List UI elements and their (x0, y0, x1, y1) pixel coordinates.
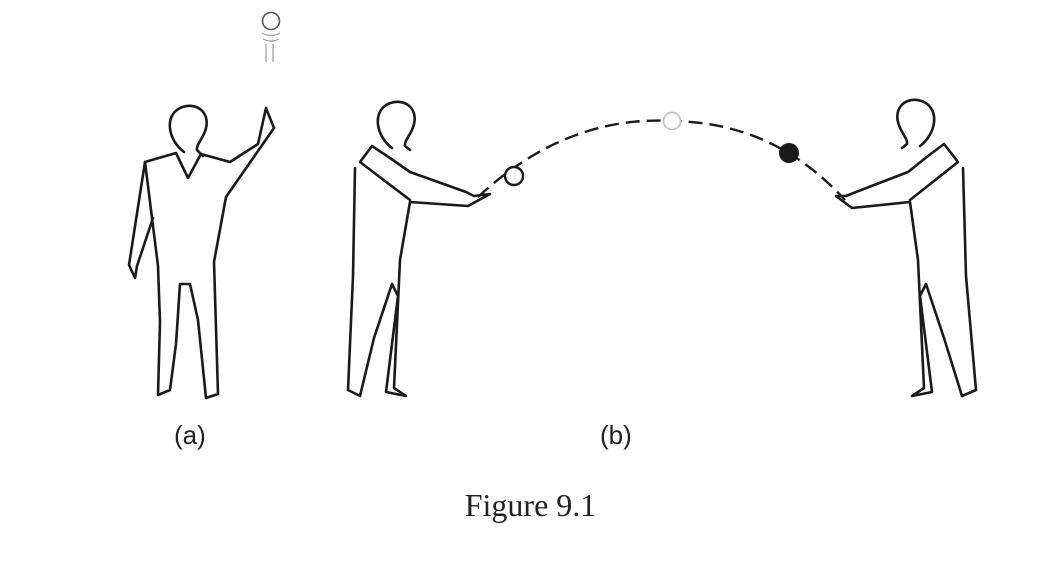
tossed-ball-a (261, 11, 281, 62)
ball-start-hollow (503, 165, 525, 187)
ball-descending-filled (779, 143, 799, 163)
figure-caption: Figure 9.1 (464, 487, 597, 523)
panel-a-label: (a) (174, 420, 206, 450)
panel-b (346, 98, 978, 398)
ball-apex-faded (662, 111, 682, 131)
person-b-right-figure (834, 98, 978, 398)
person-b-left-figure (346, 100, 492, 398)
person-a-figure (127, 104, 276, 400)
panel-b-label: (b) (600, 420, 632, 450)
panel-a (127, 11, 281, 400)
